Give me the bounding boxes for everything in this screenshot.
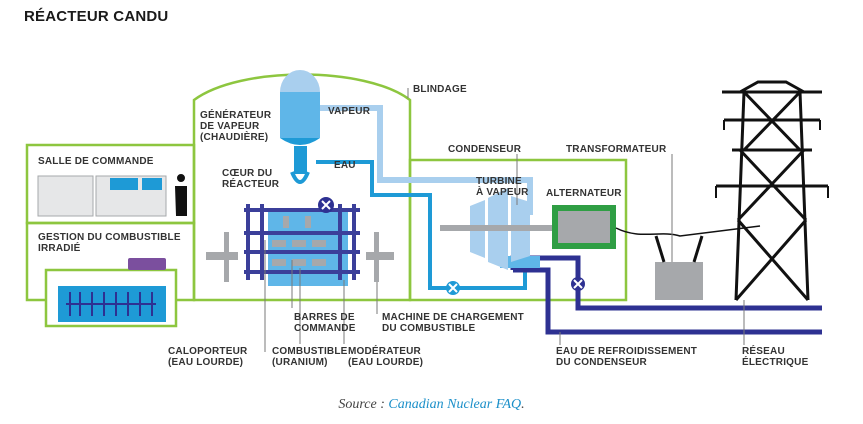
source-suffix: . [521,397,525,412]
steam-pipe [319,105,533,215]
alternator [552,205,761,249]
label-coeur-2: RÉACTEUR [222,177,280,190]
insulator-icon [654,235,704,263]
fuel-storage [58,258,166,322]
label-machine-2: DU COMBUSTIBLE [382,323,475,334]
label-caloporteur-1: CALOPORTEUR [168,346,248,357]
label-turbine-1: TURBINE [476,176,522,187]
turbine [440,188,558,270]
diagram-title: RÉACTEUR CANDU [24,8,169,25]
pylon-icon [715,80,829,301]
label-moderateur-1: MODÉRATEUR [348,344,422,357]
label-generateur-3: (CHAUDIÈRE) [200,130,268,143]
control-room-equipment [37,174,187,217]
label-refroid-2: DU CONDENSEUR [556,357,648,368]
label-gestion-2: IRRADIÉ [38,241,81,254]
label-turbine-2: À VAPEUR [476,185,529,198]
label-machine-1: MACHINE DE CHARGEMENT [382,312,524,323]
label-generateur-2: DE VAPEUR [200,121,260,132]
label-combustible-1: COMBUSTIBLE [272,346,348,357]
label-barres-2: COMMANDE [294,323,356,334]
label-vapeur: VAPEUR [328,106,371,117]
label-reseau-2: ÉLECTRIQUE [742,355,809,368]
transformer [654,235,704,300]
label-gestion-1: GESTION DU COMBUSTIBLE [38,232,181,243]
fueling-machines [206,232,394,282]
forklift-icon [128,258,166,270]
water-pipe [316,160,527,290]
leader-lines [264,88,745,352]
label-salle-commande: SALLE DE COMMANDE [38,156,154,167]
steam-generator [280,70,320,184]
label-barres-1: BARRES DE [294,312,355,323]
label-coeur-1: CŒUR DU [222,168,272,179]
label-moderateur-2: (EAU LOURDE) [348,357,423,368]
label-alternateur: ALTERNATEUR [546,188,622,199]
reactor-core [244,197,360,286]
person-icon [175,174,187,216]
cooling-pipe-in [513,267,822,335]
label-combustible-2: (URANIUM) [272,357,328,368]
source-link[interactable]: Canadian Nuclear FAQ [388,397,522,412]
source-prefix: Source : [338,397,389,412]
label-reseau-1: RÉSEAU [742,344,785,357]
label-condenseur: CONDENSEUR [448,144,522,155]
label-blindage: BLINDAGE [413,84,467,95]
source-caption: Source : Canadian Nuclear FAQ. [0,397,863,413]
label-generateur-1: GÉNÉRATEUR [200,108,272,121]
turbine-building [408,158,628,302]
candu-diagram: SALLE DE COMMANDE GESTION DU COMBUSTIBLE… [25,70,829,368]
label-eau: EAU [334,160,356,171]
label-refroid-1: EAU DE REFROIDISSEMENT [556,346,697,357]
label-caloporteur-2: (EAU LOURDE) [168,357,243,368]
label-transformateur: TRANSFORMATEUR [566,144,667,155]
